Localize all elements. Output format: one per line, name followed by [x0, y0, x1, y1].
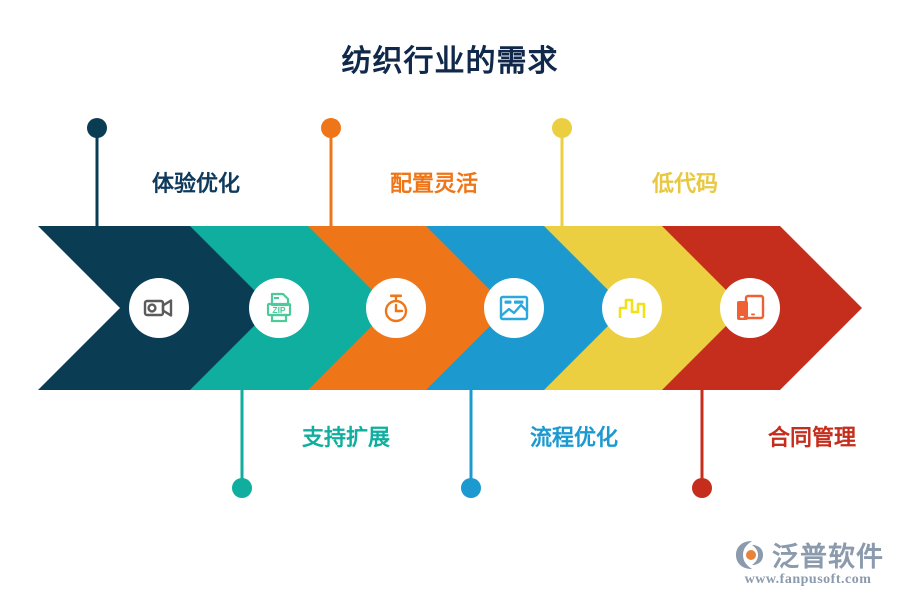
- connector-dot-6: [692, 478, 712, 498]
- connector-stem-6: [700, 388, 704, 480]
- connector-step-5: [552, 118, 572, 228]
- connector-stem-1: [95, 136, 99, 228]
- step-2-icon-circle[interactable]: ZIP: [249, 278, 309, 338]
- logo-url: www.fanpusoft.com: [744, 572, 872, 587]
- step-label-6: 合同管理: [768, 425, 857, 450]
- svg-text:ZIP: ZIP: [272, 305, 286, 315]
- step-4-icon-circle[interactable]: [484, 278, 544, 338]
- connector-dot-5: [552, 118, 572, 138]
- devices-tablet-phone-icon: [733, 291, 767, 325]
- connector-dot-1: [87, 118, 107, 138]
- connector-dot-4: [461, 478, 481, 498]
- brand-logo: 泛普软件 www.fanpusoft.com: [732, 535, 884, 588]
- connector-stem-4: [469, 388, 473, 480]
- zip-file-icon: ZIP: [262, 291, 296, 325]
- page-title: 纺织行业的需求: [341, 45, 559, 78]
- step-6-icon-circle[interactable]: [720, 278, 780, 338]
- step-1-icon-circle[interactable]: [129, 278, 189, 338]
- step-5-icon-circle[interactable]: [602, 278, 662, 338]
- connector-step-2: [232, 388, 252, 498]
- connector-dot-3: [321, 118, 341, 138]
- step-label-4: 流程优化: [530, 425, 619, 450]
- connector-stem-2: [240, 388, 244, 480]
- step-3-icon-circle[interactable]: [366, 278, 426, 338]
- connector-step-3: [321, 118, 341, 228]
- stopwatch-icon: [379, 291, 413, 325]
- connector-stem-5: [560, 136, 564, 228]
- image-chart-window-icon: [497, 291, 531, 325]
- connector-step-6: [692, 388, 712, 498]
- step-label-3: 配置灵活: [390, 171, 479, 196]
- fanpu-swirl-logo-icon: [732, 539, 768, 571]
- connector-dot-2: [232, 478, 252, 498]
- step-label-1: 体验优化: [152, 171, 241, 196]
- connector-step-1: [87, 118, 107, 228]
- connector-stem-3: [329, 136, 333, 228]
- step-label-5: 低代码: [652, 171, 719, 196]
- logo-name: 泛普软件: [772, 542, 884, 572]
- video-camera-icon: [142, 291, 176, 325]
- connector-step-4: [461, 388, 481, 498]
- bar-chart-icon: [615, 291, 649, 325]
- step-label-2: 支持扩展: [302, 425, 391, 450]
